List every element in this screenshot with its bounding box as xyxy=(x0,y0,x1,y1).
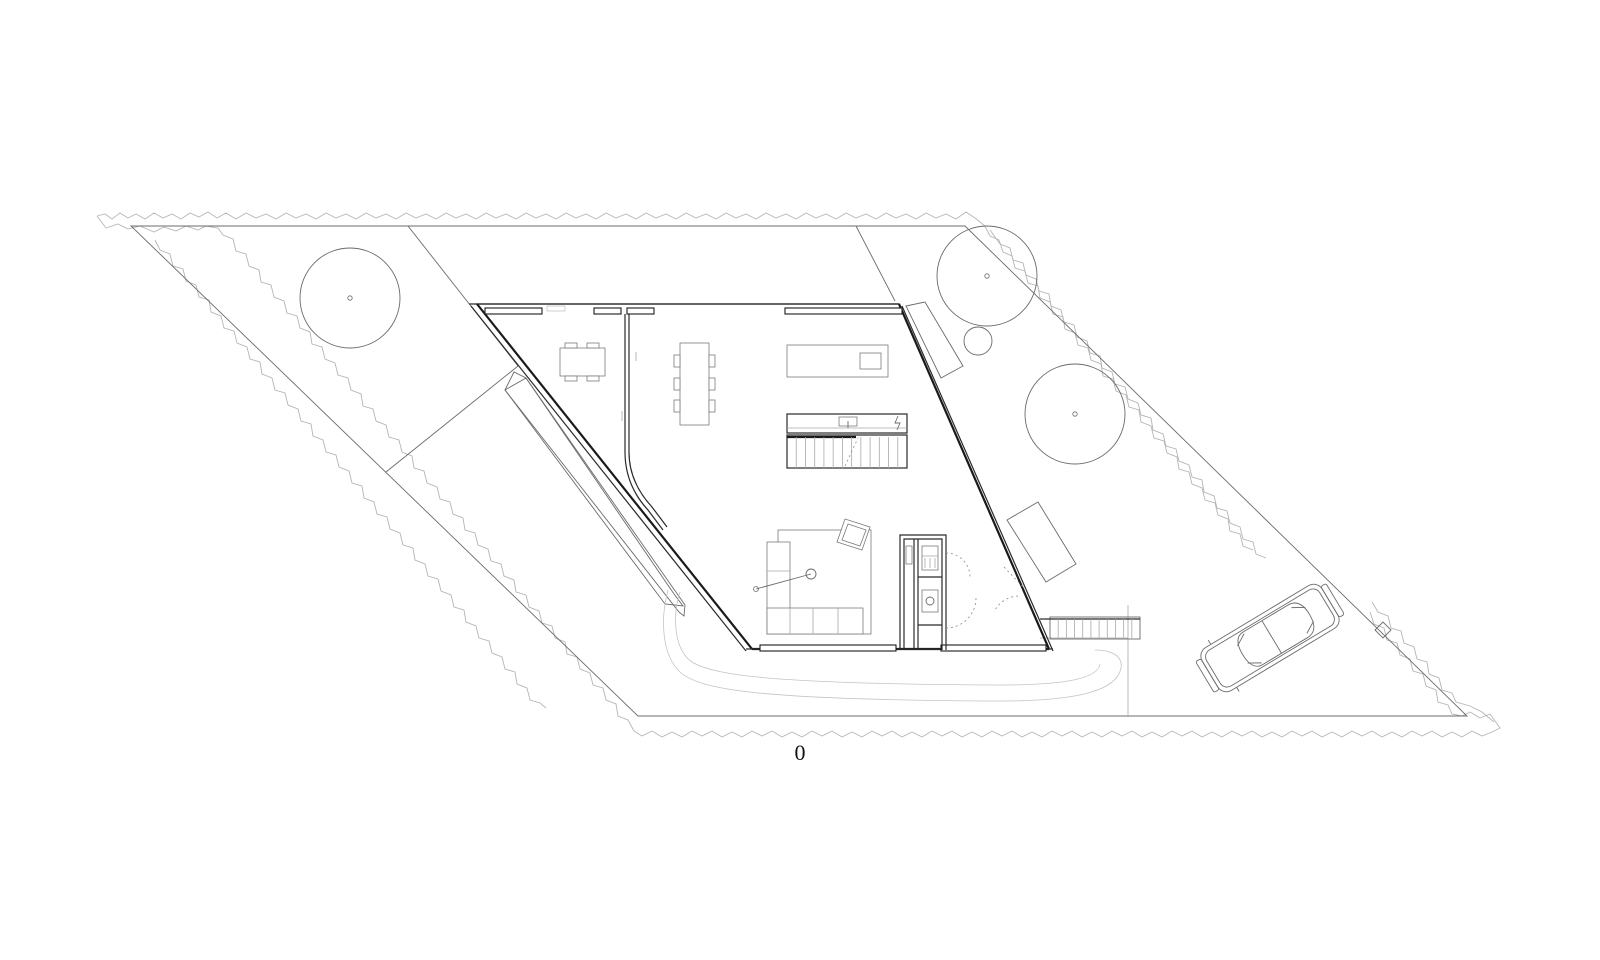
site-marker xyxy=(1374,621,1392,639)
garden-path xyxy=(663,589,1122,702)
car xyxy=(1195,583,1345,693)
east-bench xyxy=(1006,501,1077,583)
south-wall xyxy=(759,644,1047,652)
property-boundary xyxy=(129,225,1469,717)
kitchen-counter xyxy=(786,413,908,434)
tree-ne xyxy=(936,225,1038,327)
hedge-outline xyxy=(96,211,1501,738)
armchair xyxy=(836,518,871,551)
north-windows xyxy=(484,305,903,315)
living-sofa xyxy=(766,529,872,635)
interior-stair xyxy=(786,434,908,469)
west-terrace xyxy=(504,371,686,617)
bathroom-core xyxy=(899,534,947,650)
northeast-bench xyxy=(905,301,964,379)
site-lines xyxy=(385,225,1129,716)
door-swings xyxy=(945,552,1027,629)
interior-stair-treads xyxy=(795,437,899,468)
house-walls xyxy=(469,303,1053,651)
interior-partition xyxy=(621,314,668,531)
exterior-stair xyxy=(1040,616,1141,640)
dining-table-west xyxy=(559,342,606,382)
garden-stool xyxy=(963,326,993,356)
tree-nw xyxy=(299,247,401,349)
floor-level-label: 0 xyxy=(794,740,806,765)
dining-table-central xyxy=(673,342,716,426)
floor-lamp xyxy=(753,568,817,592)
glazed-walls xyxy=(470,305,1054,652)
kitchen-island xyxy=(786,344,889,378)
tree-east xyxy=(1024,363,1126,465)
exterior-stair-treads xyxy=(1057,619,1133,639)
